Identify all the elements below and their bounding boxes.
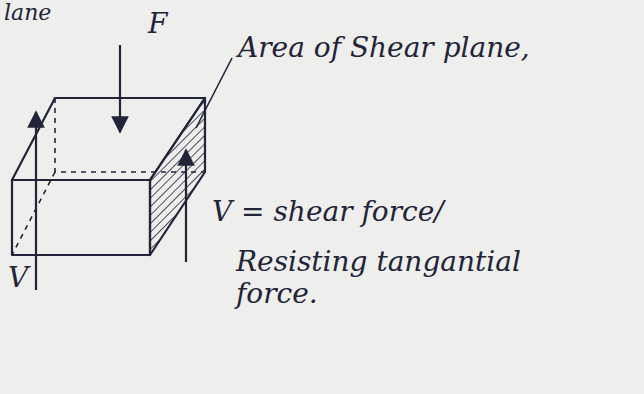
force-label: F bbox=[148, 8, 167, 40]
force-label: V bbox=[8, 262, 28, 294]
block-top bbox=[12, 98, 205, 180]
plane-label: Area of Shear plane, bbox=[238, 32, 530, 64]
hidden-edge bbox=[12, 98, 205, 255]
force-arrow bbox=[119, 45, 121, 132]
leader-line bbox=[196, 58, 232, 128]
shear-plane bbox=[150, 98, 205, 255]
shear-force-label: V = shear force/ bbox=[212, 196, 444, 228]
cut-off-label: lane bbox=[4, 0, 51, 25]
shear-arrow bbox=[35, 112, 37, 290]
shear-arrow bbox=[185, 150, 187, 262]
shear-force-label: Resisting tangantial force. bbox=[236, 246, 566, 310]
block-front bbox=[12, 180, 150, 255]
